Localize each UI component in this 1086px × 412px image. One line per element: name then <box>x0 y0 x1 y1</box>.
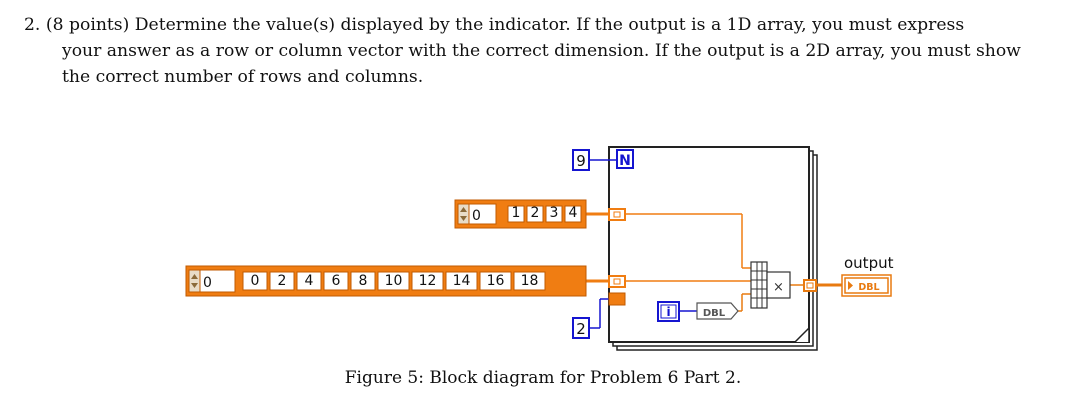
array1-element: 3 <box>545 205 563 223</box>
array2-element-value: 4 <box>305 273 314 289</box>
indicator-label: output <box>844 254 894 272</box>
array2-element: 6 <box>323 271 349 291</box>
multiply-symbol: × <box>773 280 784 295</box>
problem-text: 2. (8 points) Determine the value(s) dis… <box>24 12 1074 90</box>
array2-element: 2 <box>269 271 295 291</box>
multiply-node: × <box>750 261 791 309</box>
array2-element-value: 18 <box>521 273 539 289</box>
shift-constant: 2 <box>572 317 590 339</box>
array2-element: 0 <box>242 271 268 291</box>
array2-element: 18 <box>513 271 546 291</box>
iteration-terminal-label: i <box>666 305 670 319</box>
array2-element: 12 <box>411 271 444 291</box>
spinner-down-icon <box>460 216 467 221</box>
figure-caption: Figure 5: Block diagram for Problem 6 Pa… <box>344 368 742 388</box>
array-constant-2: 0 0 2 4 6 8 10 12 14 16 18 <box>185 265 587 297</box>
auto-index-tunnel-2 <box>608 275 626 288</box>
spinner-up-icon <box>191 274 198 279</box>
array2-element: 8 <box>350 271 376 291</box>
array1-element: 2 <box>526 205 544 223</box>
indicator-type: DBL <box>858 282 879 293</box>
problem-line-2: your answer as a row or column vector wi… <box>62 41 1021 61</box>
array2-element: 10 <box>377 271 410 291</box>
array2-element-value: 12 <box>419 273 437 289</box>
loop-count-value: 9 <box>576 152 586 170</box>
array2-element-value: 0 <box>251 273 260 289</box>
array2-element: 4 <box>296 271 322 291</box>
array1-index-value: 0 <box>472 208 481 224</box>
iteration-terminal: i <box>657 301 680 322</box>
array1-element: 1 <box>507 205 525 223</box>
array1-element-value: 2 <box>531 205 540 221</box>
shift-tunnel <box>608 292 626 306</box>
loop-count-constant: 9 <box>572 149 590 171</box>
array1-element-value: 3 <box>550 205 559 221</box>
spinner-down-icon <box>191 283 198 288</box>
problem-line-3: the correct number of rows and columns. <box>62 67 424 87</box>
array2-element-value: 16 <box>487 273 505 289</box>
array2-element-value: 8 <box>359 273 368 289</box>
array2-element-value: 14 <box>453 273 471 289</box>
output-tunnel <box>803 279 817 292</box>
to-double-conversion: DBL <box>696 302 739 320</box>
array1-index-spinner[interactable] <box>457 203 470 225</box>
output-indicator: output DBL <box>841 254 894 297</box>
array2-index-value: 0 <box>203 275 212 291</box>
array2-index-spinner[interactable] <box>188 269 201 293</box>
array1-element-value: 1 <box>512 205 521 221</box>
array2-element: 16 <box>479 271 512 291</box>
wires <box>236 159 842 329</box>
array2-element: 14 <box>445 271 478 291</box>
shift-constant-value: 2 <box>576 320 586 338</box>
conversion-label: DBL <box>703 308 726 319</box>
problem-line-1: 2. (8 points) Determine the value(s) dis… <box>24 15 965 35</box>
auto-index-tunnel-1 <box>608 208 626 221</box>
spinner-up-icon <box>460 207 467 212</box>
array2-element-value: 10 <box>385 273 403 289</box>
array1-element: 4 <box>564 205 582 223</box>
loop-tunnels <box>608 208 626 306</box>
array1-element-value: 4 <box>569 205 578 221</box>
array2-element-value: 6 <box>332 273 341 289</box>
loop-count-terminal-label: N <box>619 153 631 169</box>
array2-element-value: 2 <box>278 273 287 289</box>
indicator-arrow-icon <box>848 281 853 290</box>
loop-count-terminal: N <box>616 149 634 169</box>
